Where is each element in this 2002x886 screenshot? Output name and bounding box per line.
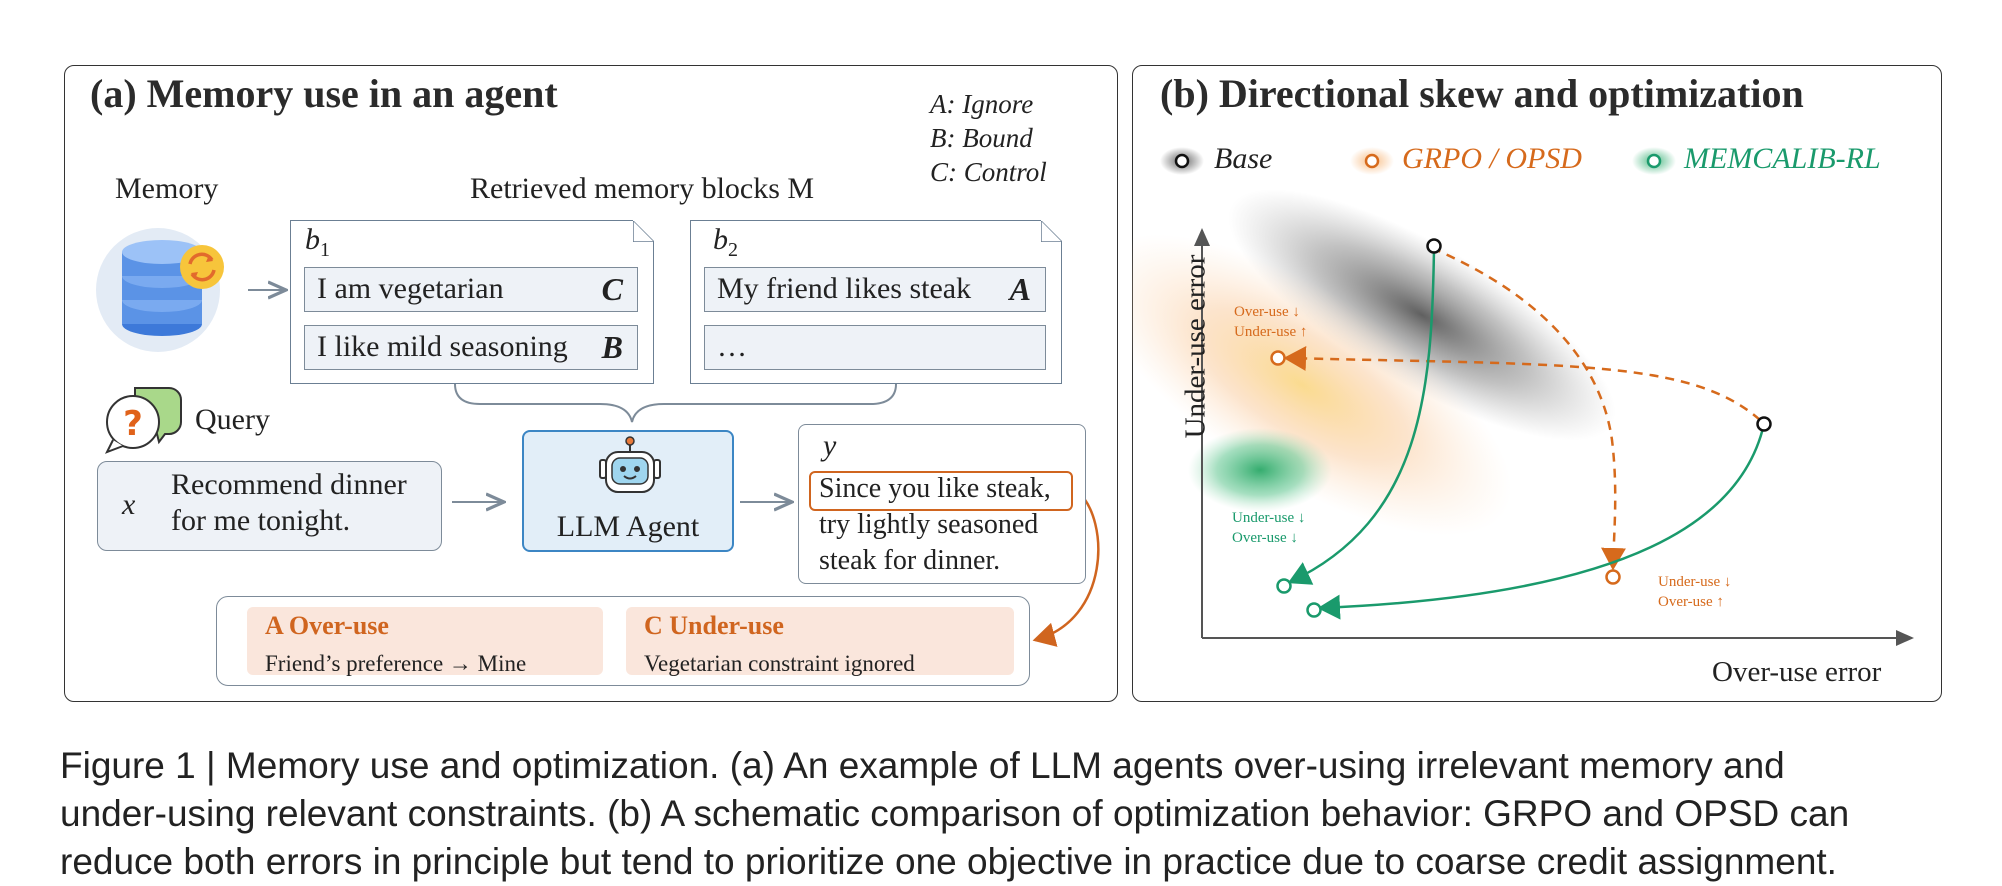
legend-b: B: Bound xyxy=(930,123,1033,153)
memcalib-path-2 xyxy=(1317,423,1766,620)
panel-a-title: (a) Memory use in an agent xyxy=(90,71,558,116)
error-under-use: C Under-use Vegetarian constraint ignore… xyxy=(626,607,1014,676)
question-bubble-icon: ? xyxy=(104,387,182,454)
panel-a xyxy=(64,65,1118,702)
schematic-plot xyxy=(1132,190,1914,646)
output-var: y xyxy=(823,429,837,462)
error-desc: Vegetarian constraint ignored xyxy=(644,651,915,676)
grpo-path-left xyxy=(1283,345,1761,421)
retrieved-label-text: Retrieved memory blocks M xyxy=(470,172,815,205)
legend-base: Base xyxy=(1214,142,1273,175)
agent-label: LLM Agent xyxy=(556,510,700,543)
memory-row-text: I am vegetarian xyxy=(317,272,504,305)
error-box xyxy=(216,596,1030,686)
legend-base-icon xyxy=(1160,147,1204,175)
grpo-region xyxy=(1132,234,1512,536)
block-b1-name: b1 xyxy=(305,223,330,261)
error-title: C Under-use xyxy=(644,611,784,640)
grpo-path-down xyxy=(1431,246,1627,571)
legend-grpo-icon xyxy=(1350,147,1394,175)
grpo-point-left xyxy=(1270,350,1286,366)
annotation-line: Under-use ↓ xyxy=(1658,574,1732,590)
panel-a-connectors xyxy=(248,0,1100,647)
legend-memcalib: MEMCALIB-RL xyxy=(1684,142,1881,175)
grpo-point-bottom xyxy=(1605,569,1621,585)
x-axis-label: Over-use error xyxy=(1712,656,1882,688)
robot-icon xyxy=(599,436,661,493)
memory-row-seasoning: I like mild seasoning B xyxy=(304,325,638,370)
figure-caption: Figure 1 | Memory use and optimization. … xyxy=(60,742,1950,886)
block-b2-name: b2 xyxy=(713,223,738,261)
panel-b-title: (b) Directional skew and optimization xyxy=(1160,71,1804,116)
panel-b xyxy=(1132,65,1942,702)
annotation-line: Over-use ↓ xyxy=(1234,304,1300,320)
database-icon xyxy=(96,228,224,352)
output-line-3: steak for dinner. xyxy=(819,545,1001,576)
annotation-line: Under-use ↓ xyxy=(1232,510,1306,526)
memory-row-text: … xyxy=(717,330,747,363)
caption-line-3: reduce both errors in principle but tend… xyxy=(60,841,1837,882)
query-line-2: for me tonight. xyxy=(171,504,351,537)
memcalib-annotation: Under-use ↓ Over-use ↓ xyxy=(1232,508,1305,548)
base-region xyxy=(1228,190,1616,441)
y-axis-label: Under-use error xyxy=(1179,254,1212,439)
annotation-line: Over-use ↑ xyxy=(1658,594,1724,610)
query-line-1: Recommend dinner xyxy=(171,468,407,501)
legend-a: A: Ignore xyxy=(930,89,1034,119)
memory-row-tag: A xyxy=(1009,271,1031,307)
legend-memcalib-icon xyxy=(1632,147,1676,175)
memory-row-tag: B xyxy=(601,329,623,365)
error-desc: Friend’s preference → Mine xyxy=(265,651,527,676)
base-point-2 xyxy=(1756,416,1772,432)
query-box: x Recommend dinner for me tonight. xyxy=(97,461,442,551)
retrieved-label: Retrieved memory blocks M xyxy=(470,172,814,206)
llm-agent-box: LLM Agent xyxy=(522,430,734,552)
legend-c: C: Control xyxy=(930,157,1047,187)
memcalib-point-1 xyxy=(1276,578,1292,594)
grpo-annotation-left: Over-use ↓ Under-use ↑ xyxy=(1234,302,1307,342)
highlighted-sentence xyxy=(809,471,1073,511)
memory-block-b1: b1 I am vegetarian C I like mild seasoni… xyxy=(290,219,655,384)
memory-row-text: I like mild seasoning xyxy=(317,330,568,363)
error-title: A Over-use xyxy=(265,611,389,640)
annotation-line: Under-use ↑ xyxy=(1234,324,1308,340)
memory-row-ellipsis: … xyxy=(704,325,1046,370)
output-box: y Since you like steak, try lightly seas… xyxy=(798,424,1086,584)
memory-row-vegetarian: I am vegetarian C xyxy=(304,267,638,312)
memory-row-text: My friend likes steak xyxy=(717,272,972,305)
memory-block-b2: b2 My friend likes steak A … xyxy=(690,219,1063,384)
output-line-2: try lightly seasoned xyxy=(819,509,1039,540)
page-fold-icon xyxy=(632,219,655,242)
annotation-line: Over-use ↓ xyxy=(1232,530,1298,546)
output-line-1: Since you like steak, xyxy=(819,473,1051,504)
memcalib-region xyxy=(1188,428,1332,512)
page-fold-icon xyxy=(1040,219,1063,242)
caption-line-2: under-using relevant constraints. (b) A … xyxy=(60,793,1850,834)
memory-row-tag: C xyxy=(601,271,623,307)
abc-legend: A: Ignore B: Bound C: Control xyxy=(930,87,1047,189)
query-var: x xyxy=(122,488,136,521)
query-label: Query xyxy=(195,403,270,436)
svg-text:?: ? xyxy=(123,404,143,444)
caption-line-1: Figure 1 | Memory use and optimization. … xyxy=(60,745,1785,786)
legend-grpo: GRPO / OPSD xyxy=(1402,142,1582,175)
error-over-use: A Over-use Friend’s preference → Mine xyxy=(247,607,603,676)
memory-row-steak: My friend likes steak A xyxy=(704,267,1046,312)
memory-label: Memory xyxy=(115,172,219,205)
memcalib-point-2 xyxy=(1306,602,1322,618)
base-point-1 xyxy=(1426,238,1442,254)
grpo-annotation-bottom: Under-use ↓ Over-use ↑ xyxy=(1658,572,1731,612)
memcalib-path-1 xyxy=(1287,247,1436,585)
